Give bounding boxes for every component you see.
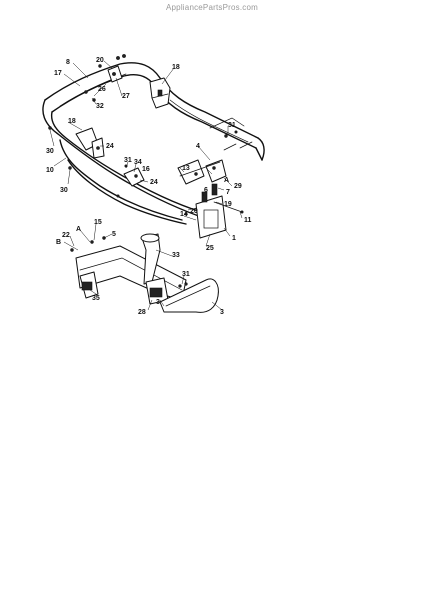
callout-labels: 20 8 17 18 26 27 32 31 18 24 30 10 30 31… bbox=[46, 57, 252, 316]
plate-1 bbox=[195, 195, 227, 239]
axle-assembly bbox=[70, 233, 188, 305]
callout-17: 17 bbox=[54, 70, 62, 77]
callout-22: 22 bbox=[62, 232, 70, 239]
bracket-18-left bbox=[75, 127, 105, 159]
callout-10: 10 bbox=[46, 167, 54, 174]
callout-24: 24 bbox=[150, 179, 158, 186]
bracket-27 bbox=[107, 65, 123, 83]
spring-7 bbox=[211, 183, 218, 196]
callout-28: 28 bbox=[138, 309, 146, 316]
callout-24: 24 bbox=[106, 143, 114, 150]
callout-16: 16 bbox=[142, 166, 150, 173]
bracket-13 bbox=[177, 159, 227, 185]
callout-15: 15 bbox=[94, 219, 102, 226]
callout-8: 8 bbox=[66, 59, 70, 66]
callout-20: 20 bbox=[190, 208, 198, 215]
callout-5: 5 bbox=[112, 231, 116, 238]
bracket-16 bbox=[123, 167, 145, 187]
callout-3: 3 bbox=[156, 299, 160, 306]
callout-18: 18 bbox=[172, 64, 180, 71]
callout-30: 30 bbox=[46, 148, 54, 155]
callout-30: 30 bbox=[60, 187, 68, 194]
callout-31: 31 bbox=[228, 122, 236, 129]
leader-lines bbox=[49, 60, 243, 311]
watermark: AppliancePartsPros.com bbox=[166, 3, 258, 12]
callout-18: 18 bbox=[68, 118, 76, 125]
callout-7: 7 bbox=[226, 189, 230, 196]
callout-20: 20 bbox=[96, 57, 104, 64]
callout-a: A bbox=[76, 226, 81, 233]
bracket-18-upper bbox=[149, 77, 171, 109]
callout-34: 34 bbox=[134, 159, 142, 166]
callout-a: A bbox=[224, 177, 229, 184]
callout-31: 31 bbox=[124, 157, 132, 164]
callout-26: 26 bbox=[98, 86, 106, 93]
callout-25: 25 bbox=[206, 245, 214, 252]
spring-6 bbox=[201, 191, 208, 203]
callout-19: 19 bbox=[224, 201, 232, 208]
callout-31: 31 bbox=[182, 271, 190, 278]
rod-11 bbox=[213, 201, 244, 214]
callout-4: 4 bbox=[196, 143, 200, 150]
callout-14: 14 bbox=[180, 211, 188, 218]
callout-35: 35 bbox=[92, 295, 100, 302]
callout-6: 6 bbox=[204, 187, 208, 194]
callout-13: 13 bbox=[182, 165, 190, 172]
callout-b: B bbox=[56, 239, 61, 246]
callout-32: 32 bbox=[96, 103, 104, 110]
front-bumper-3 bbox=[159, 278, 219, 313]
callout-11: 11 bbox=[244, 217, 252, 224]
callout-33: 33 bbox=[172, 252, 180, 259]
callout-1: 1 bbox=[232, 235, 236, 242]
main-frame bbox=[42, 62, 265, 225]
callout-27: 27 bbox=[122, 93, 130, 100]
callout-3: 3 bbox=[220, 309, 224, 316]
callout-29: 29 bbox=[234, 183, 242, 190]
fasteners-upper bbox=[48, 54, 238, 216]
